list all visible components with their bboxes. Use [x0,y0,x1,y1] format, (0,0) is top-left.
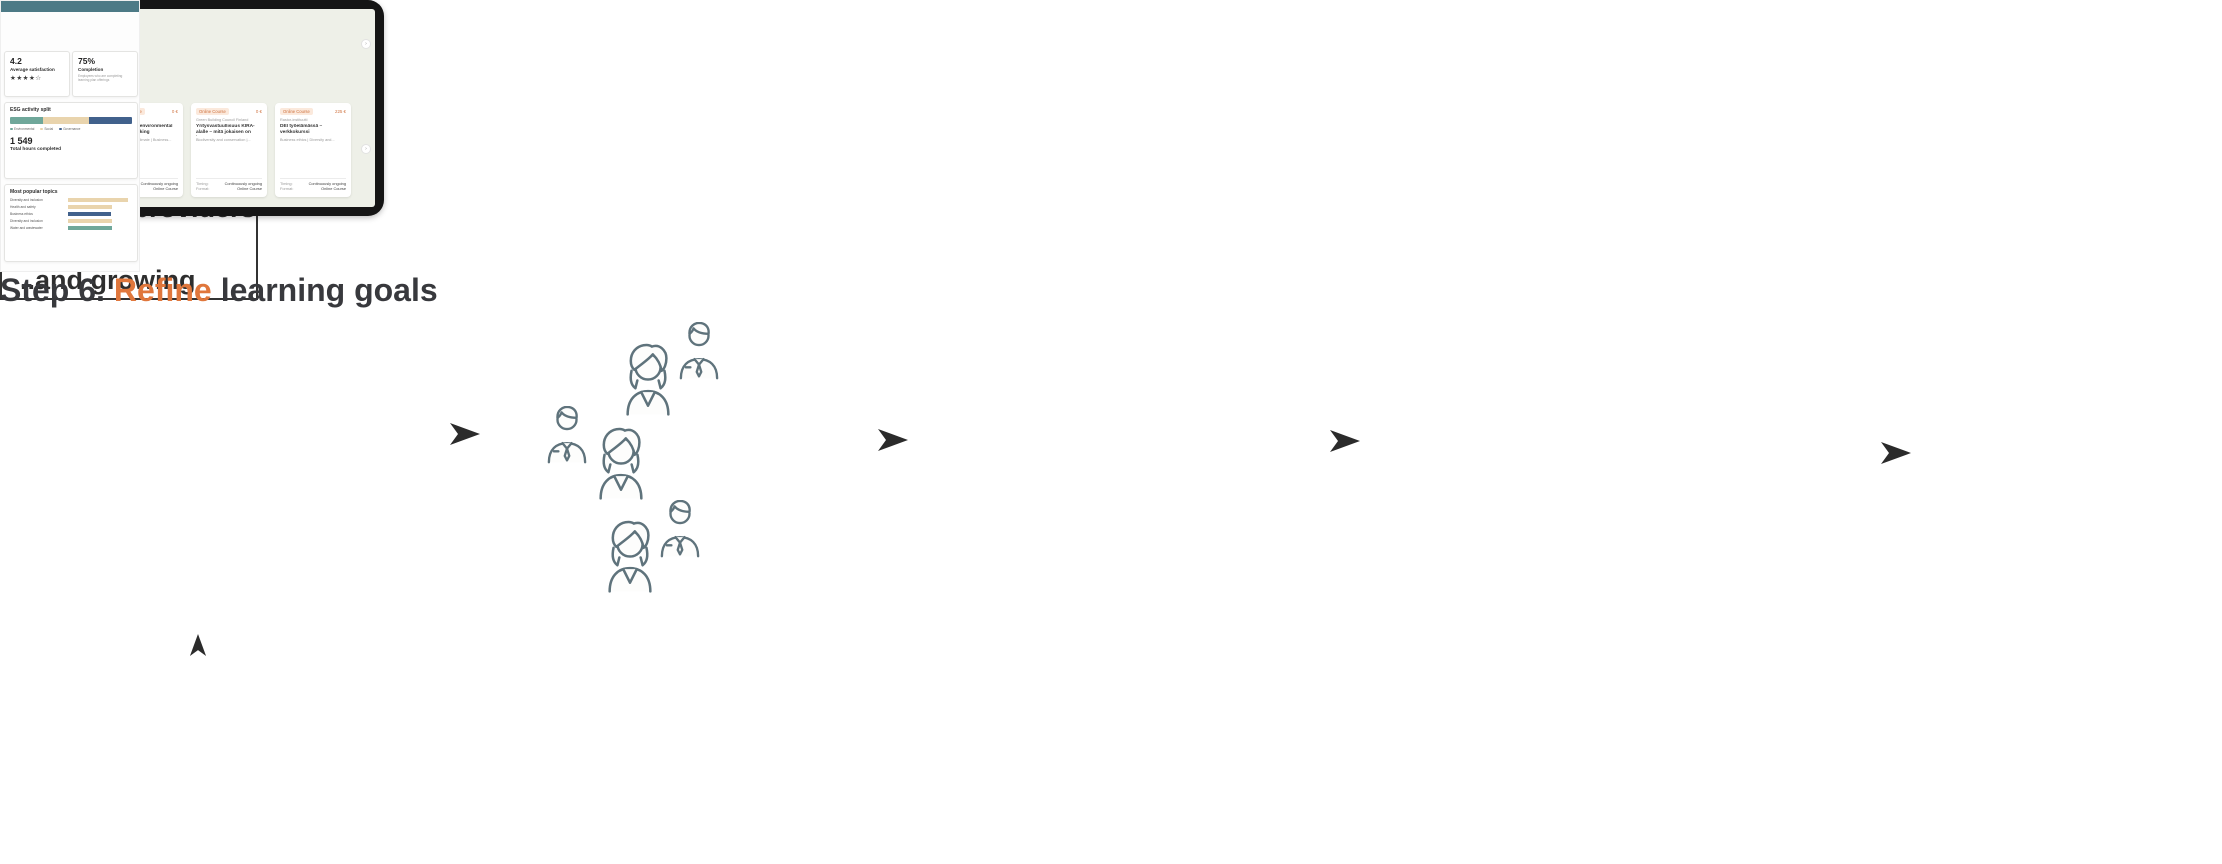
esg-stacked-bar [10,117,132,124]
carousel-next-icon: › [361,39,371,49]
carousel-next-icon: › [361,144,371,154]
course-format: Online Course [153,186,178,192]
legend-dot [10,127,13,131]
woman-icon [599,520,661,595]
step6-keyword: Refine [113,272,212,308]
course-provider: Rastor-instituutti [280,118,308,122]
completion-label: Completion [78,67,104,72]
completion-description: Employees who are completing learning pl… [78,74,123,83]
course-timing: Continuously ongoing [224,180,262,186]
star-rating: ★★★★☆ [10,75,42,82]
loop-arrowhead-icon [183,634,213,656]
completion-value: 75% [78,56,96,66]
arrow-4-head-icon [1881,442,1911,464]
course-tags: Business ethics | Diversity and... [280,138,335,142]
course-provider: Green Building Council Finland [196,118,249,122]
esg-title: ESG activity split [10,107,51,113]
topic-bar [68,204,112,210]
course-timing: Continuously ongoing [140,180,178,186]
course-timing: Continuously ongoing [308,180,346,186]
course-title: Yritysvastuullisuus KIRA-alalle – mitä j… [196,124,255,135]
satisfaction-card: 4.2 Average satisfaction ★★★★☆ [4,51,70,97]
course-type-badge: Online Course [280,108,313,115]
woman-icon [590,427,652,502]
esg-segment-environmental [10,117,43,124]
topic-row: Health and safety [10,204,132,210]
total-hours-value: 1 549 [10,136,33,146]
course-card: Online Course 225 € Rastor-instituutti DE… [275,103,351,197]
satisfaction-value: 4.2 [10,56,22,66]
completion-card: 75% Completion Employees who are complet… [72,51,138,97]
popular-topics-title: Most popular topics [10,189,58,195]
topic-row: Diversity and inclusion [10,218,132,224]
topic-row: Water and wastewater [10,225,132,231]
esg-segment-governance [89,117,132,124]
satisfaction-label: Average satisfaction [10,67,55,72]
course-format: Online Course [321,186,346,192]
legend-dot [40,127,43,131]
popular-topics-card: Most popular topics Diversity and inclus… [4,184,138,262]
arrow-1-head-icon [450,423,480,445]
topic-row: Diversity and inclusion [10,197,132,203]
topic-row: Business ethics [10,211,132,217]
esg-legend: Environmental Social Governance [10,127,132,131]
arrow-2-head-icon [878,429,908,451]
topic-bar [68,218,112,224]
topic-bar [68,211,111,217]
man-icon [656,500,704,558]
woman-icon [617,343,679,418]
phone-header-bar [1,1,139,12]
man-icon [543,406,591,464]
step6-prefix: Step 6. [0,272,105,308]
legend-dot [59,127,62,131]
man-icon [675,322,723,380]
phone-screen: 4.2 Average satisfaction ★★★★☆ 75% Compl… [0,0,140,272]
course-type-badge: Online Course [196,108,229,115]
topic-bar [68,225,112,231]
course-card: Online Course 0 € Green Building Council … [191,103,267,197]
course-format: Online Course [237,186,262,192]
topic-bar [68,197,129,203]
course-title: DEI työelämässä – verkkokurssi [280,124,323,135]
course-price: 0 € [171,109,178,114]
course-tags: Biodiversity and conservation |... [196,138,251,142]
total-hours-label: Total hours completed [10,147,62,152]
course-price: 225 € [335,109,346,114]
arrow-3-head-icon [1330,430,1360,452]
step6-rest: learning goals [220,272,438,308]
esg-card: ESG activity split Environmental Social … [4,102,138,179]
course-price: 0 € [255,109,262,114]
esg-segment-social [42,117,90,124]
